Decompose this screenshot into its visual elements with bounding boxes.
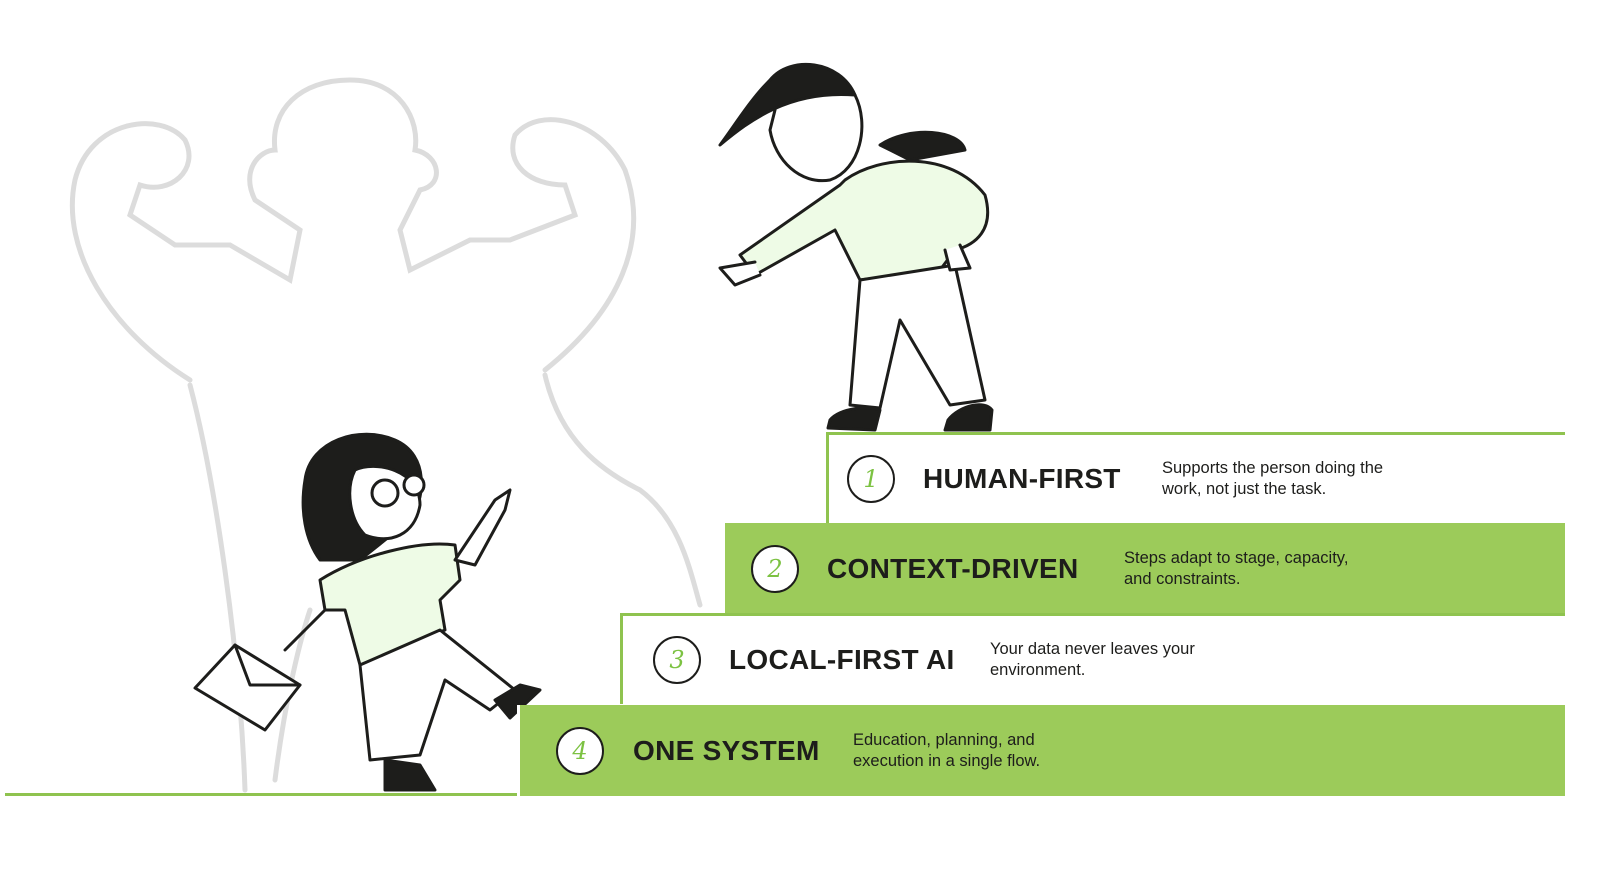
step-number-badge: 2 xyxy=(751,544,799,593)
girl-character-illustration xyxy=(193,432,542,792)
step-description: Your data never leaves your environment. xyxy=(990,640,1195,679)
step-4: 4 ONE SYSTEM Education, planning, and ex… xyxy=(517,705,1565,796)
boy-character-illustration xyxy=(718,63,994,432)
step-title: LOCAL-FIRST AI xyxy=(729,644,955,675)
step-title: HUMAN-FIRST xyxy=(923,463,1121,494)
step-3: 3 LOCAL-FIRST AI Your data never leaves … xyxy=(620,613,1565,704)
step-title: ONE SYSTEM xyxy=(633,734,820,766)
step-1: 1 HUMAN-FIRST Supports the person doing … xyxy=(826,432,1565,523)
step-description: Education, planning, and execution in a … xyxy=(853,730,1041,770)
step-description: Supports the person doing the work, not … xyxy=(1162,459,1384,498)
step-2: 2 CONTEXT-DRIVEN Steps adapt to stage, c… xyxy=(722,523,1565,614)
step-title: CONTEXT-DRIVEN xyxy=(827,552,1079,584)
step-number-badge: 3 xyxy=(653,636,701,684)
ground-line xyxy=(5,793,520,796)
strong-silhouette-illustration xyxy=(69,77,703,793)
step-number-badge: 4 xyxy=(556,726,604,775)
step-description: Steps adapt to stage, capacity, and cons… xyxy=(1124,548,1349,588)
step-number-badge: 1 xyxy=(847,455,895,503)
